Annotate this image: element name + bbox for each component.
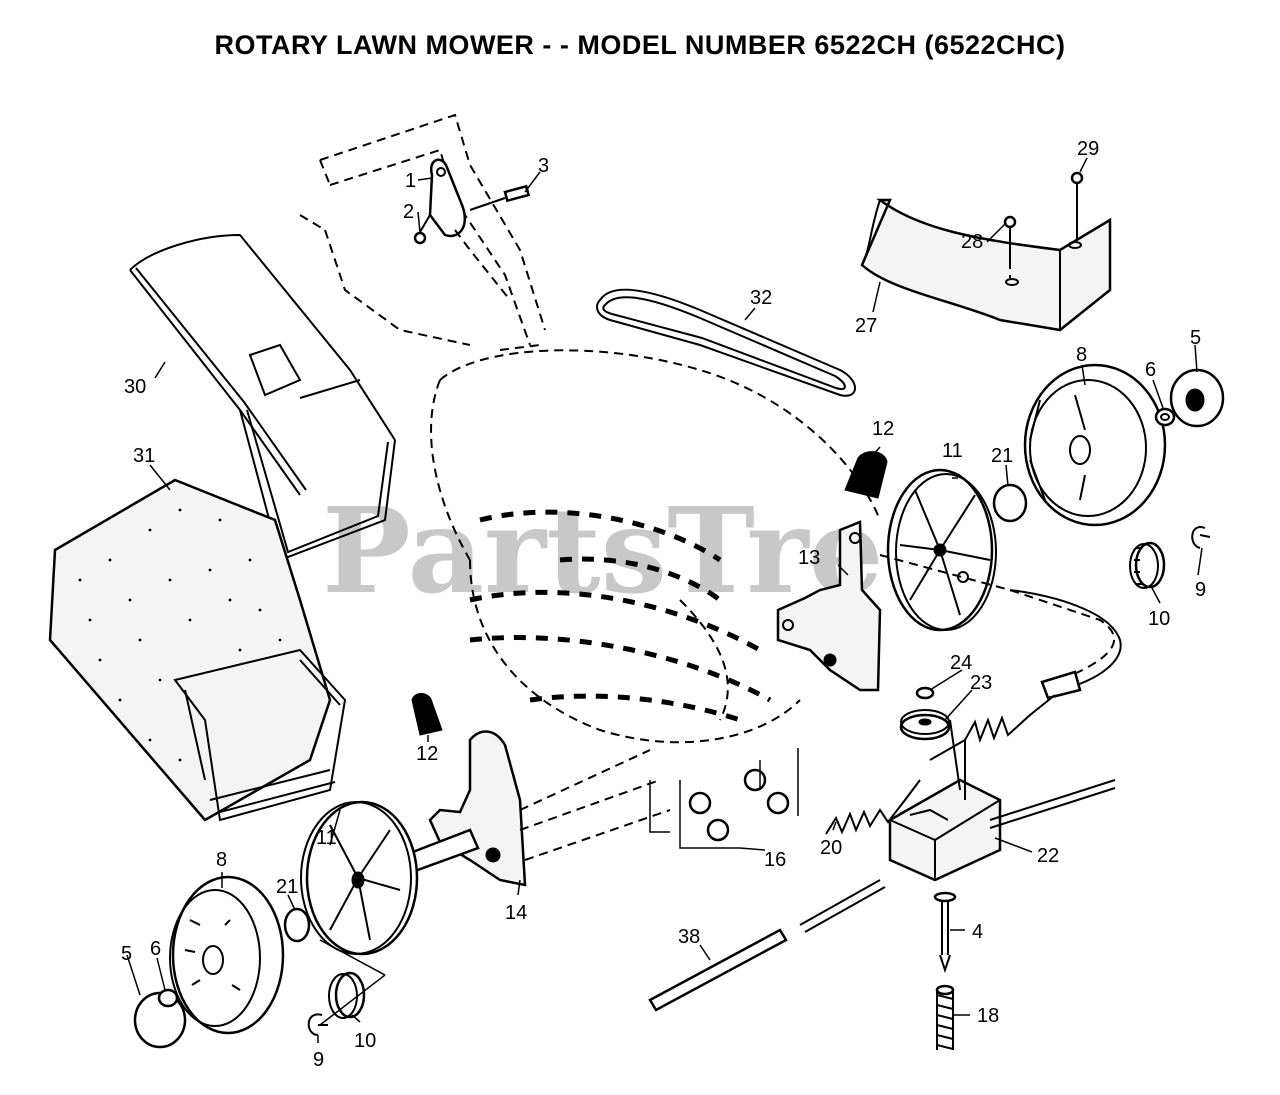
callout-4: 4 [972,921,983,943]
spring-18 [935,984,955,1050]
callout-12-upper: 12 [872,418,894,440]
drive-belt [596,288,856,397]
callout-5-right: 5 [1190,327,1201,349]
callout-21-right: 21 [991,445,1013,467]
hubcap-12-upper [844,451,888,499]
nut-6-left [157,988,179,1008]
wheel-11-right [886,468,997,632]
clip-9-right [1191,526,1211,549]
nuts-16 [649,748,799,849]
callout-10-right: 10 [1148,608,1170,630]
callout-2: 2 [403,201,414,223]
page-title: ROTARY LAWN MOWER - - MODEL NUMBER 6522C… [214,30,1066,60]
clip-9-left [307,1013,328,1036]
cable-end [1040,670,1082,700]
callout-18: 18 [977,1005,999,1027]
hub-cap-right [1169,368,1225,428]
upper-handle-outline [299,113,546,346]
callout-27: 27 [855,315,877,337]
callout-31: 31 [133,445,155,467]
shaft-4 [933,891,957,974]
callout-20: 20 [820,837,842,859]
callout-6-left: 6 [150,938,161,960]
nut-24 [915,686,935,700]
callout-9-right: 9 [1195,579,1206,601]
pulley-23 [899,709,951,741]
grass-bag-frame [129,233,396,562]
callout-6-right: 6 [1145,359,1156,381]
callout-22: 22 [1037,845,1059,867]
spring-20 [825,779,921,835]
callout-30: 30 [124,376,146,398]
callout-29: 29 [1077,138,1099,160]
height-adjuster-13 [776,520,882,692]
washer-21-right [992,483,1028,523]
callout-14: 14 [505,902,527,924]
hubcap-12-lower [411,693,443,736]
callout-8-right: 8 [1076,344,1087,366]
mower-deck-outline [430,344,881,744]
callout-12-lower: 12 [416,743,438,765]
callout-38: 38 [678,926,700,948]
wheel-11-left [300,800,419,956]
washer-21-left [283,907,311,943]
rear-trim-cover [860,198,1112,332]
callout-9-left: 9 [313,1049,324,1071]
callout-1: 1 [405,170,416,192]
callout-labels: 1 2 3 29 28 27 32 30 31 5 8 6 12 11 21 1… [121,138,1206,1071]
callout-32: 32 [750,287,772,309]
screws-28-29 [1003,171,1084,278]
leader-gear-left [319,939,386,1026]
drive-cable-dashed [879,554,1115,681]
nut-6-right [1154,407,1176,427]
callout-10-left: 10 [354,1030,376,1052]
callout-11-right: 11 [942,440,963,462]
callout-24: 24 [950,652,972,674]
handle-bracket-assembly [413,158,531,301]
spring-upper [964,694,1056,744]
transmission-22 [799,719,1116,933]
drive-cable [1009,589,1122,691]
callout-3: 3 [538,155,549,177]
rear-wheel-right [1023,363,1167,527]
callout-21-left: 21 [276,876,298,898]
callout-11-left: 11 [316,827,337,849]
callout-16: 16 [764,849,786,871]
callout-leaders [126,157,1203,1043]
callout-13: 13 [798,547,820,569]
callout-5-left: 5 [121,943,132,965]
axle-tube-38 [648,928,788,1012]
callout-23: 23 [970,672,992,694]
rear-wheel-left [169,875,285,1035]
gear-10-right [1129,541,1166,589]
callout-28: 28 [961,231,983,253]
callout-8-left: 8 [216,849,227,871]
grass-bag [48,478,347,822]
height-adjuster-14 [403,730,671,887]
